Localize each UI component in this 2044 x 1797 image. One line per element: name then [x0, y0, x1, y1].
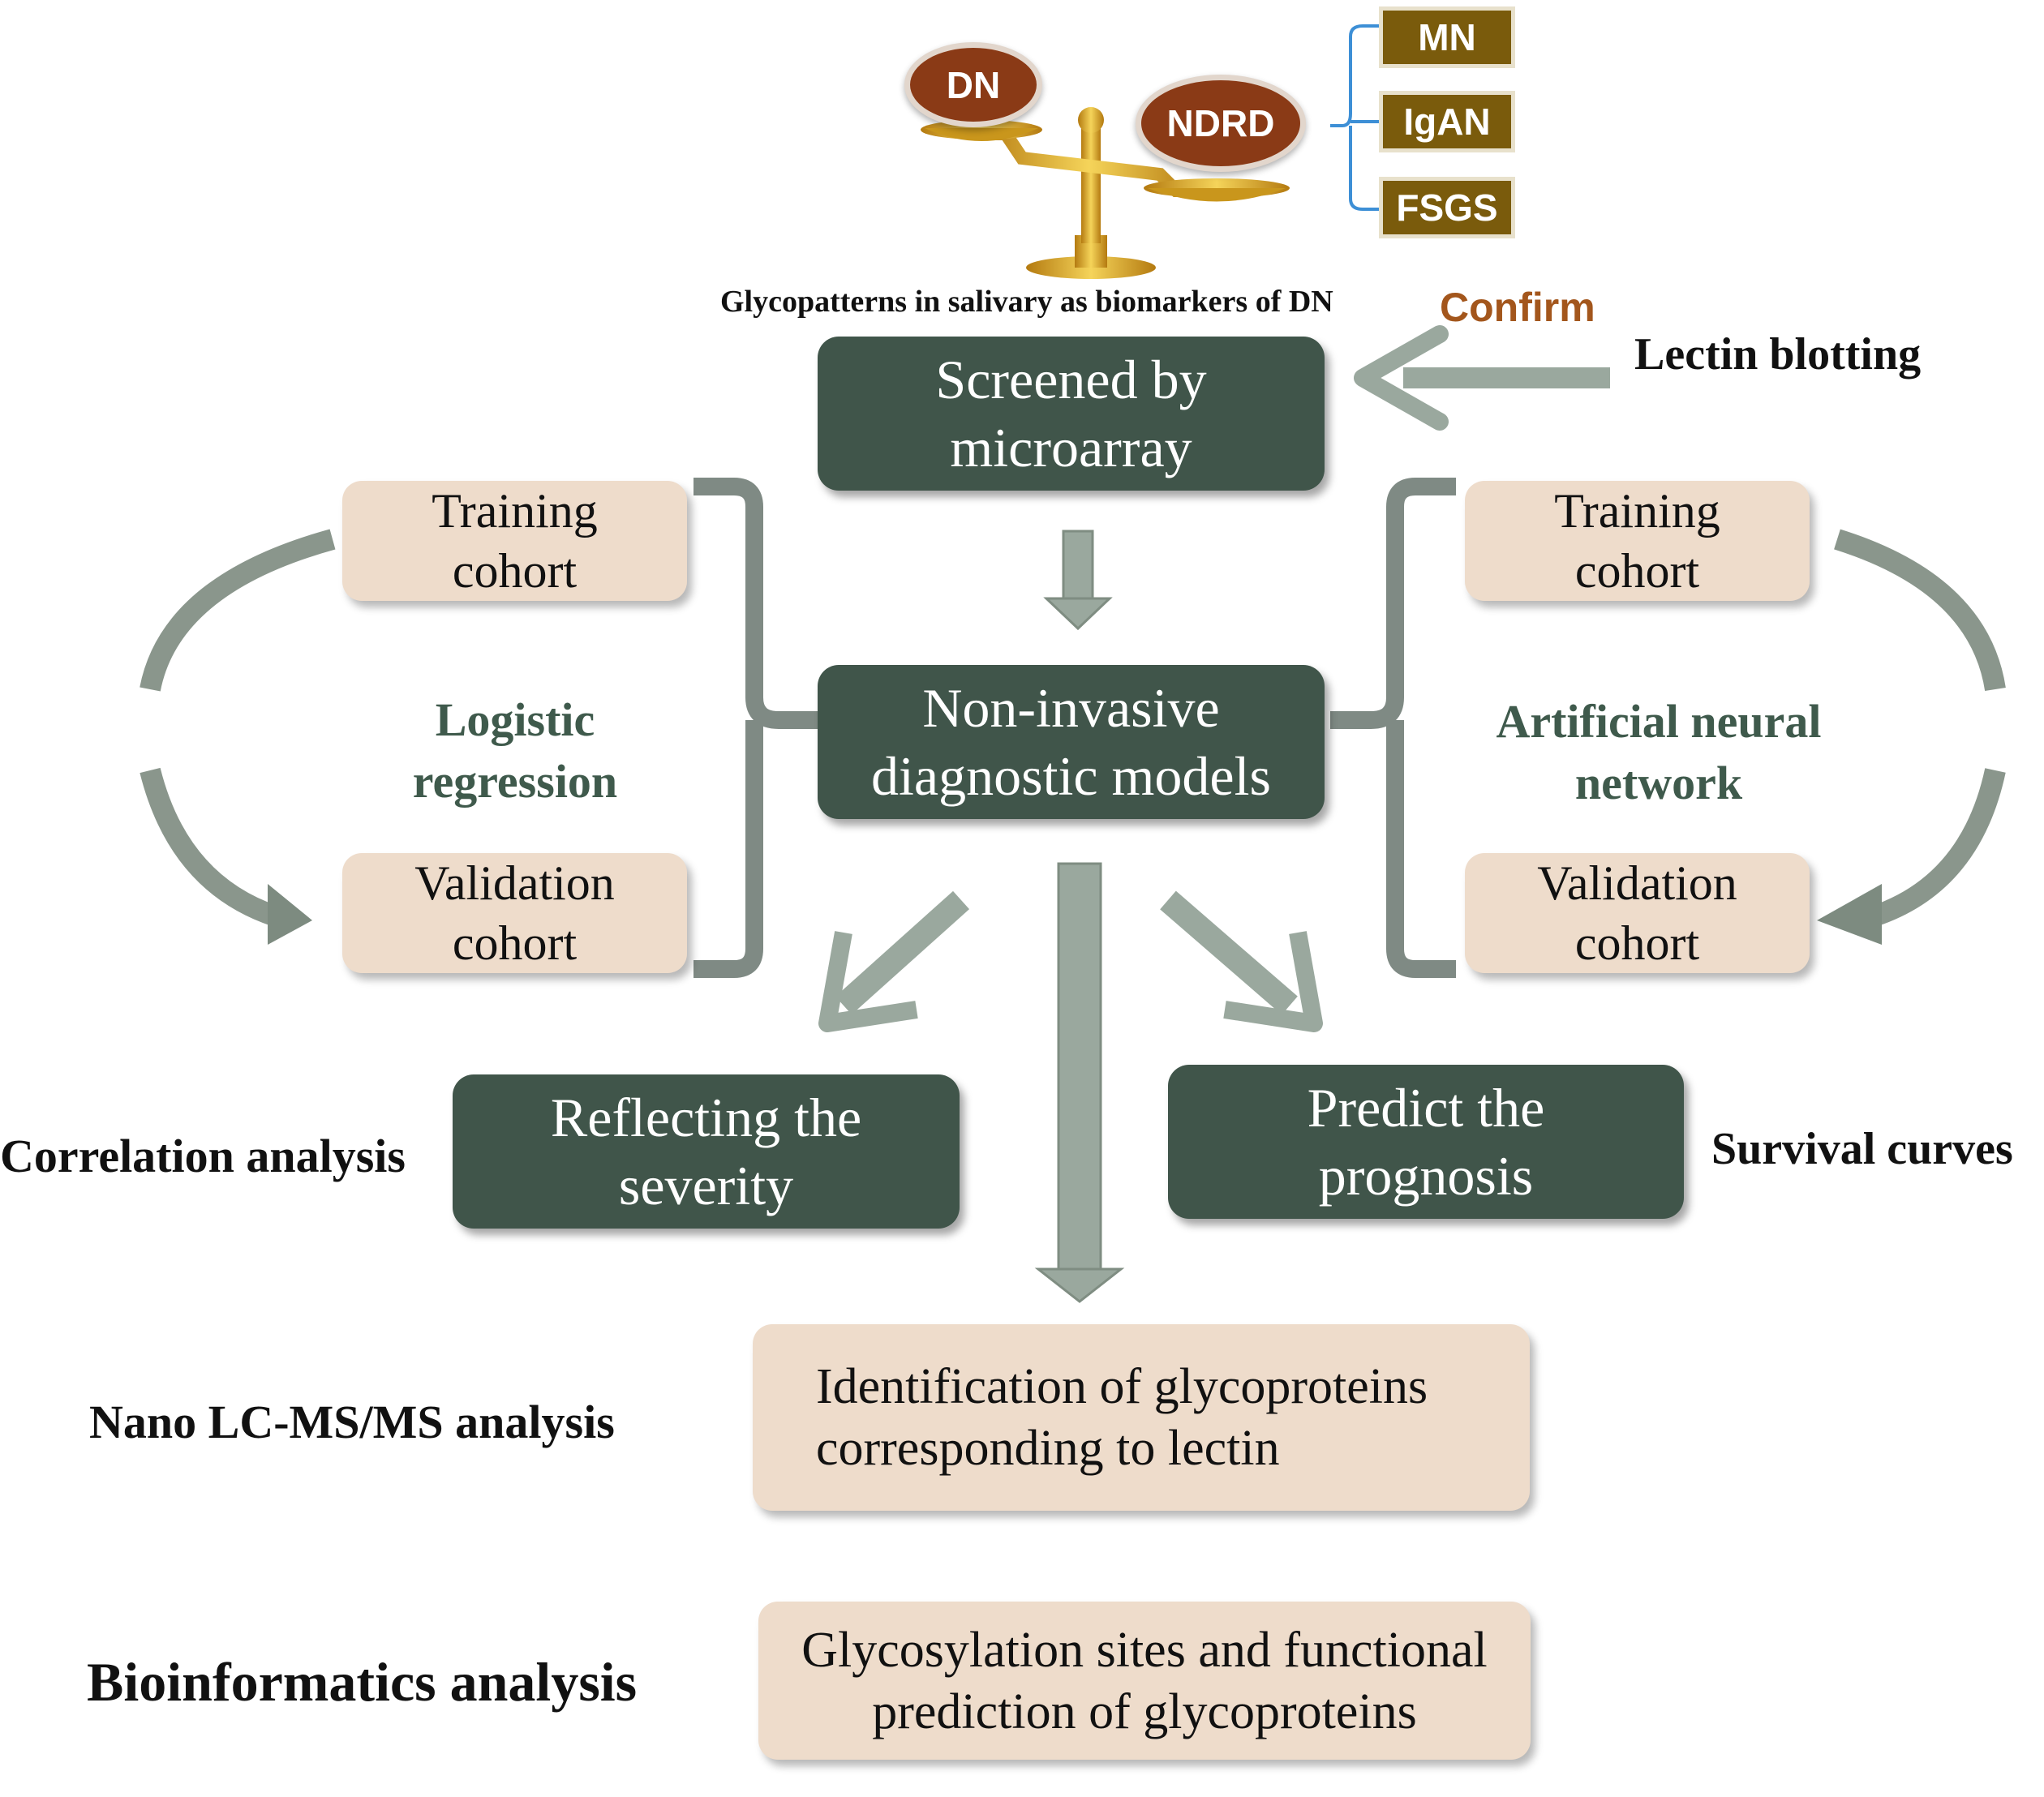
prognosis-box: Predict the prognosis: [1168, 1065, 1684, 1219]
disease-mn: MN: [1379, 6, 1515, 68]
confirm-arrow: [1354, 325, 1610, 431]
balance-caption: Glycopatterns in salivary as biomarkers …: [720, 285, 1333, 319]
down-arrow-large: [1034, 862, 1125, 1303]
identification-box: Identification of glycoproteins correspo…: [753, 1324, 1530, 1511]
lectin-blotting-label: Lectin blotting: [1634, 329, 1922, 380]
dn-label: DN: [946, 63, 1001, 106]
right-curved-arrow: [1817, 529, 2006, 945]
left-bracket: [694, 478, 819, 978]
diagonal-arrow-right: [1160, 890, 1323, 1032]
ndrd-label: NDRD: [1166, 102, 1275, 144]
left-validation-box: Validation cohort: [342, 853, 687, 973]
ndrd-bracket: [1330, 24, 1379, 211]
models-box: Non-invasive diagnostic models: [818, 665, 1325, 819]
left-curved-arrow: [140, 529, 336, 945]
nano-lcms-label: Nano LC-MS/MS analysis: [89, 1396, 615, 1448]
severity-box: Reflecting the severity: [453, 1074, 960, 1229]
confirm-label: Confirm: [1440, 285, 1595, 330]
ann-label: Artificial neural network: [1496, 695, 1822, 809]
correlation-analysis-label: Correlation analysis: [0, 1130, 406, 1182]
ndrd-oval: NDRD: [1136, 75, 1306, 172]
dn-oval: DN: [904, 42, 1042, 127]
down-arrow-small: [1043, 530, 1113, 631]
balance-scale-icon: [921, 107, 1290, 279]
screened-box: Screened by microarray: [818, 337, 1325, 491]
logistic-regression-label: Logistic regression: [412, 693, 618, 808]
right-bracket: [1330, 478, 1456, 978]
right-validation-box: Validation cohort: [1465, 853, 1810, 973]
right-training-box: Training cohort: [1465, 481, 1810, 601]
disease-fsgs: FSGS: [1379, 177, 1515, 238]
survival-curves-label: Survival curves: [1711, 1124, 2013, 1174]
diagonal-arrow-left: [818, 890, 970, 1032]
disease-igan: IgAN: [1379, 91, 1515, 152]
glycosylation-box: Glycosylation sites and functional predi…: [758, 1602, 1531, 1760]
bioinformatics-label: Bioinformatics analysis: [87, 1651, 638, 1713]
left-training-box: Training cohort: [342, 481, 687, 601]
